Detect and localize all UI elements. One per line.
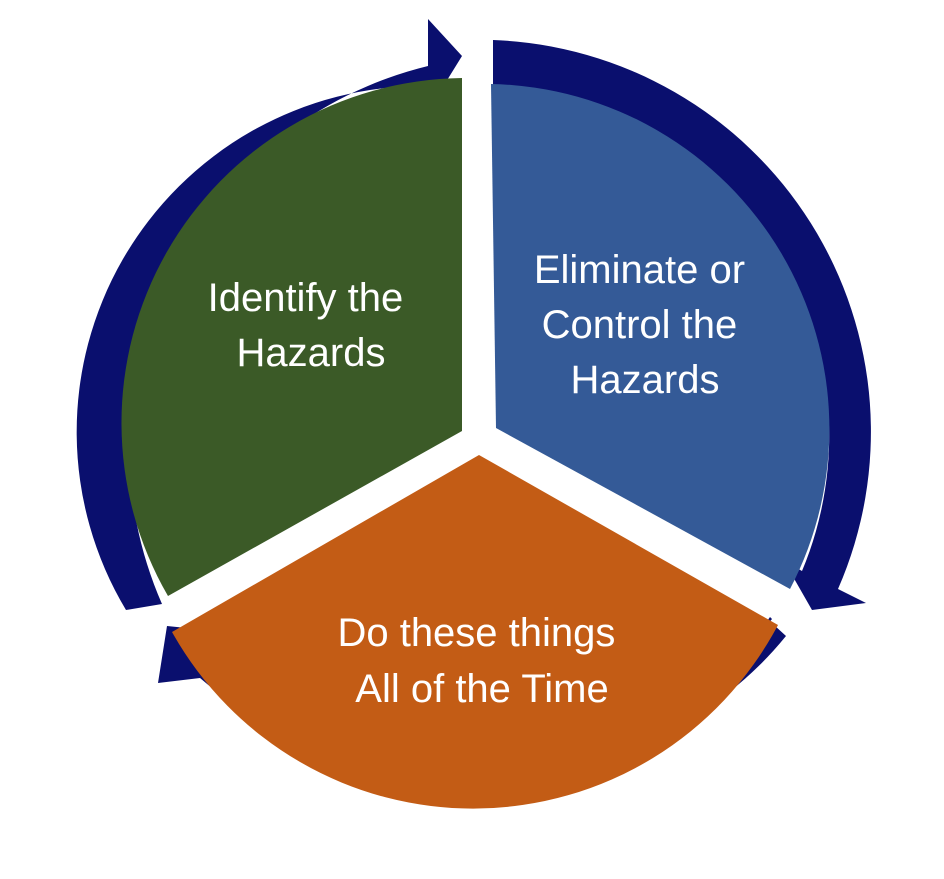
label-identify: Identify the Hazards	[208, 276, 415, 375]
segment-do-always[interactable]	[172, 455, 778, 809]
label-eliminate: Eliminate or Control the Hazards	[534, 248, 756, 402]
label-identify-line-2: Hazards	[237, 331, 386, 375]
ring-arc-top-left	[76, 19, 462, 610]
label-identify-line-1: Identify the	[208, 276, 404, 320]
label-eliminate-line-3: Hazards	[571, 358, 720, 402]
label-do-always: Do these things All of the Time	[337, 611, 626, 711]
label-eliminate-line-2: Control the	[542, 303, 738, 347]
label-do-always-line-2: All of the Time	[355, 667, 608, 711]
segment-identify[interactable]	[121, 78, 463, 596]
label-eliminate-line-1: Eliminate or	[534, 248, 745, 292]
label-do-always-line-1: Do these things	[337, 611, 615, 655]
ring-arc-right	[493, 40, 871, 610]
segment-eliminate[interactable]	[491, 84, 830, 589]
